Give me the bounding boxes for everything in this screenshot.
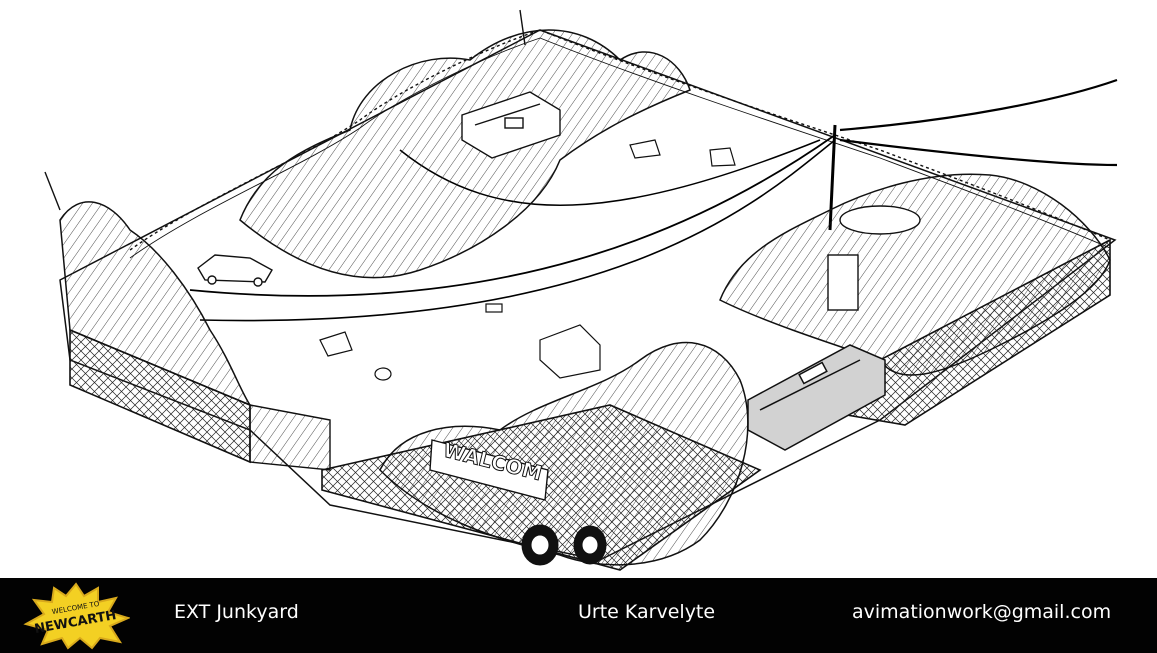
antenna (519, 9, 526, 46)
scene-title: EXT Junkyard (174, 601, 299, 623)
power-line (839, 78, 1118, 132)
car (197, 254, 273, 287)
scattered-junk (319, 139, 736, 381)
power-line (199, 139, 836, 322)
tank (839, 205, 921, 235)
tires (521, 524, 607, 566)
footer-bar: WELCOME TO NEWCARTH EXT Junkyard Urte Ka… (0, 578, 1157, 653)
barrel (827, 254, 859, 311)
power-line (839, 138, 1118, 167)
junkyard-sketch: WALCOM (44, 9, 1118, 571)
power-line (189, 134, 836, 297)
antenna (44, 171, 61, 211)
trailer (461, 91, 561, 159)
junk-pile-left (59, 201, 252, 407)
junk-pile-back (239, 29, 691, 279)
junkyard-illustration: WALCOM (44, 9, 1118, 571)
welcome-to-newcarth-logo: WELCOME TO NEWCARTH (23, 582, 130, 650)
artist-name: Urte Karvelyte (578, 601, 716, 623)
artist-email: avimationwork@gmail.com (852, 601, 1112, 623)
